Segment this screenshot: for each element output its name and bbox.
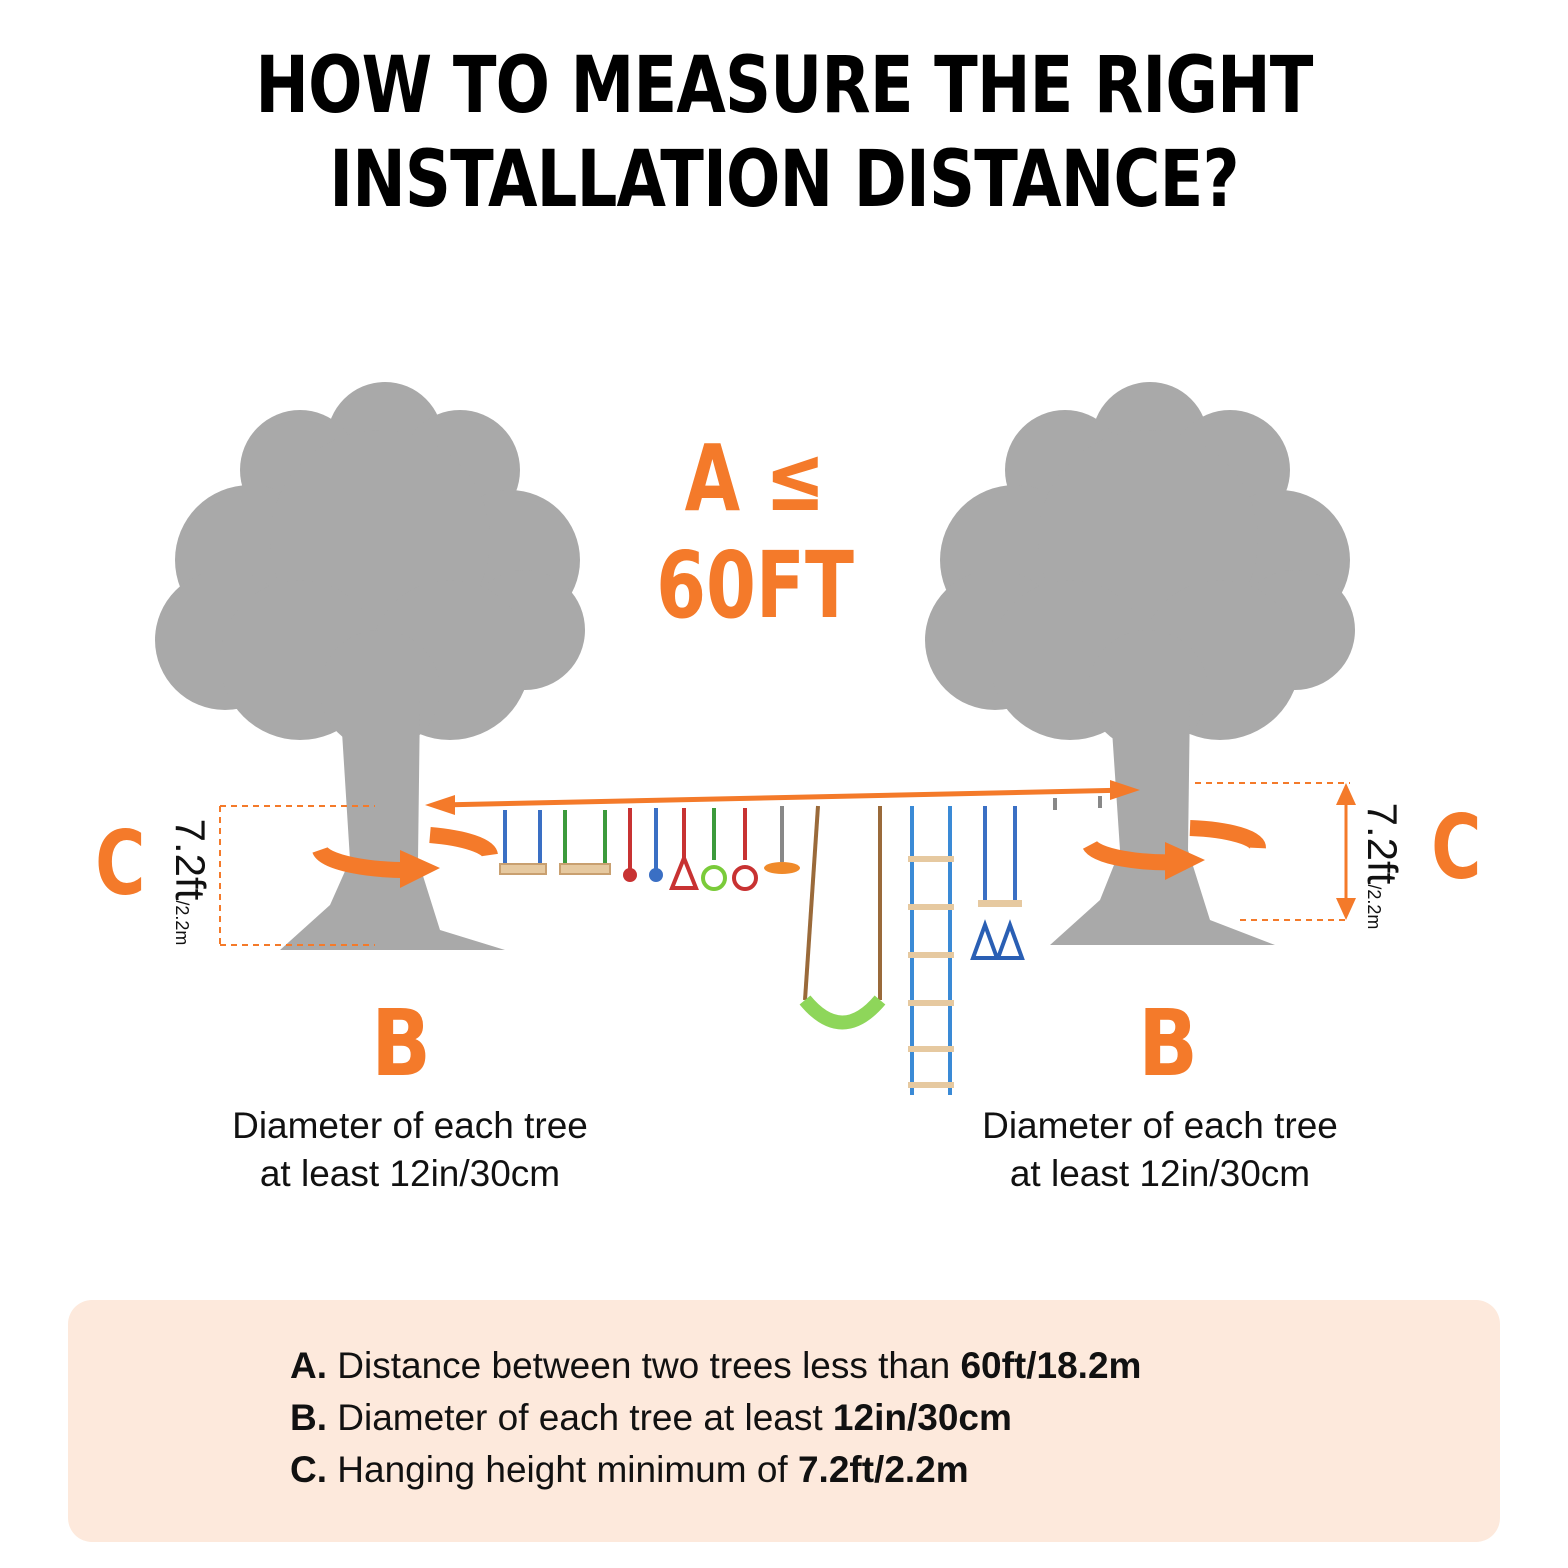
requirements-list: A. Distance between two trees less than …	[290, 1340, 1141, 1496]
requirement-letter-b: B.	[290, 1397, 327, 1438]
page-title-line-2: INSTALLATION DISTANCE?	[329, 135, 1239, 225]
tree-description-right: Diameter of each tree at least 12in/30cm	[920, 1102, 1400, 1198]
requirement-value-c: 7.2ft/2.2m	[797, 1449, 969, 1490]
hanging-obstacles	[499, 796, 1102, 1095]
height-main-right: 7.2ft	[1359, 802, 1406, 885]
label-c-right: C	[1431, 796, 1482, 899]
tree-desc-right-line2: at least 12in/30cm	[1009, 1153, 1311, 1194]
distance-formula-label: A ≤ 60FT	[656, 425, 854, 639]
height-sub-left: /2.2m	[172, 900, 192, 946]
tree-description-left: Diameter of each tree at least 12in/30cm	[170, 1102, 650, 1198]
requirement-letter-c: C.	[290, 1449, 327, 1490]
tree-desc-left-line2: at least 12in/30cm	[259, 1153, 561, 1194]
distance-line	[425, 780, 1140, 815]
requirement-row-b: B. Diameter of each tree at least 12in/3…	[290, 1392, 1141, 1444]
requirement-letter-a: A.	[290, 1345, 327, 1386]
height-label-left: 7.2ft/2.2m	[166, 762, 214, 1002]
left-height-bracket	[219, 805, 375, 946]
requirement-value-b: 12in/30cm	[832, 1397, 1012, 1438]
tree-desc-right-line1: Diameter of each tree	[982, 1105, 1338, 1146]
requirement-text-a: Distance between two trees less than	[337, 1345, 961, 1386]
right-arrow-head	[1165, 842, 1205, 880]
requirement-row-c: C. Hanging height minimum of 7.2ft/2.2m	[290, 1444, 1141, 1496]
height-main-left: 7.2ft	[167, 818, 214, 901]
label-c-left: C	[95, 812, 146, 915]
right-height-bracket	[1195, 782, 1350, 921]
right-tree-illustration	[925, 382, 1355, 945]
height-sub-right: /2.2m	[1364, 884, 1384, 930]
left-arrow-head	[400, 850, 440, 888]
requirements-panel	[68, 1300, 1500, 1542]
requirement-text-b: Diameter of each tree at least	[337, 1397, 833, 1438]
requirement-row-a: A. Distance between two trees less than …	[290, 1340, 1141, 1392]
label-b-left: B	[371, 990, 431, 1097]
requirement-value-a: 60ft/18.2m	[960, 1345, 1142, 1386]
label-b-right: B	[1138, 990, 1198, 1097]
height-label-right: 7.2ft/2.2m	[1358, 746, 1406, 986]
right-height-arrow	[1336, 783, 1356, 920]
tree-desc-left-line1: Diameter of each tree	[232, 1105, 588, 1146]
page-title-line-1: HOW TO MEASURE THE RIGHT	[255, 41, 1313, 131]
left-tree-illustration	[155, 382, 585, 950]
requirement-text-c: Hanging height minimum of	[337, 1449, 798, 1490]
